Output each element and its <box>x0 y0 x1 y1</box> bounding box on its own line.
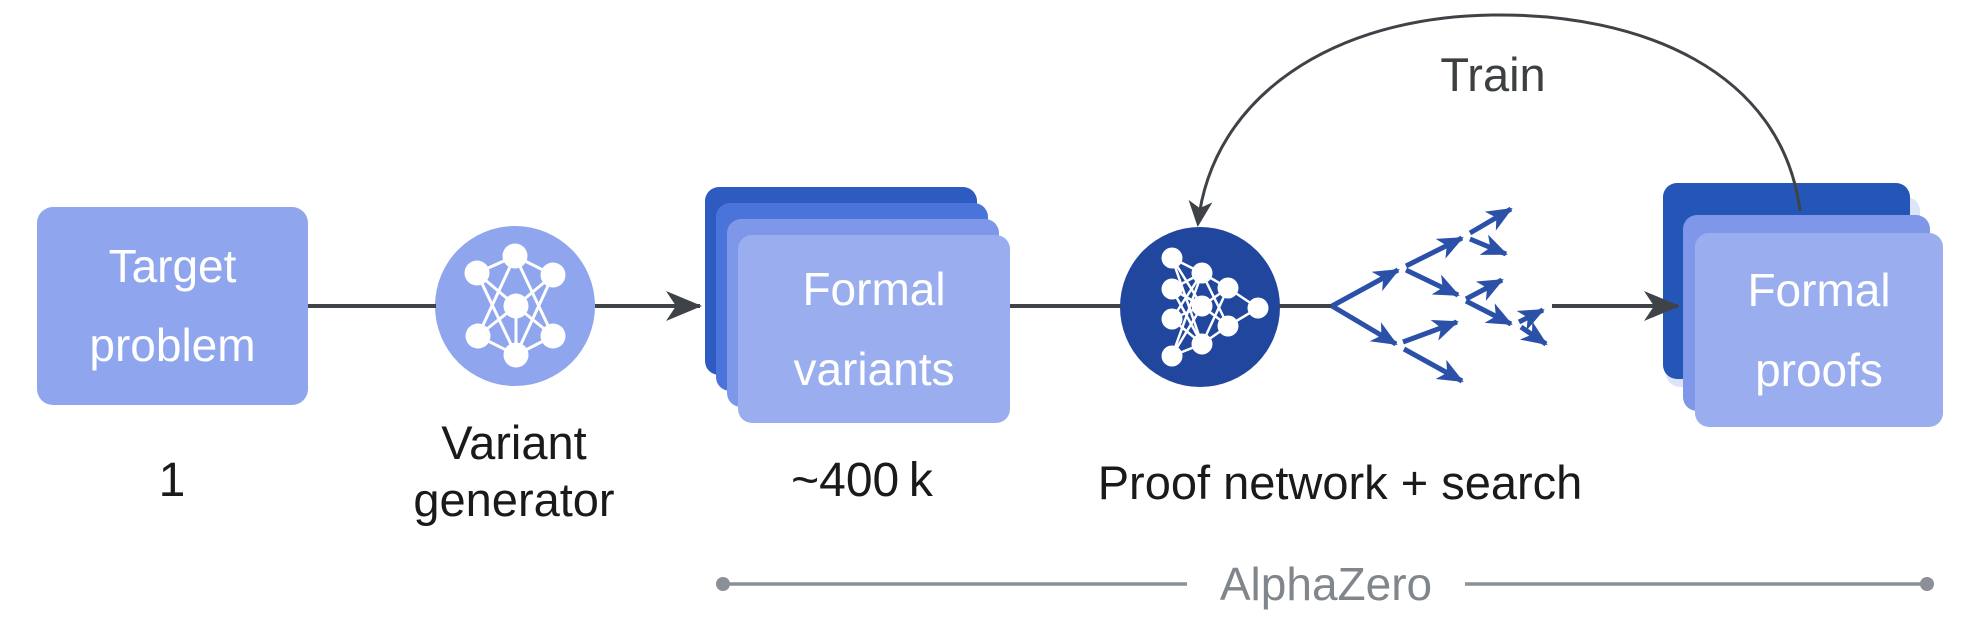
train-label: Train <box>1440 48 1546 101</box>
bracket-endpoint-dot <box>1920 577 1934 591</box>
bracket-endpoint-dot <box>716 577 730 591</box>
formal-variants-label-line1: Formal <box>802 263 946 315</box>
formal-proofs-card: Formal proofs <box>1695 233 1943 427</box>
neural-network-icon <box>464 243 566 368</box>
alphazero-label: AlphaZero <box>1219 558 1433 610</box>
neural-network-icon <box>1161 247 1269 367</box>
proof-network-label: Proof network + search <box>1097 456 1583 509</box>
variant-generator-label: Variant generator <box>364 414 664 528</box>
formal-variants-card: Formal variants <box>738 235 1010 423</box>
formal-variants-label-line2: variants <box>793 343 955 395</box>
target-problem-label-line2: problem <box>89 319 256 371</box>
formal-proofs-label-line1: Formal <box>1747 264 1891 316</box>
formal-variants-count: ~400 k <box>791 454 933 507</box>
variant-generator-label-line2: generator <box>413 473 615 526</box>
target-problem-count: 1 <box>158 454 186 507</box>
target-problem-box: Target problem <box>37 207 308 405</box>
search-tree-icon <box>1330 206 1548 384</box>
target-problem-label-line1: Target <box>108 240 237 292</box>
variant-generator-label-line1: Variant <box>441 416 587 469</box>
variant-generator-node <box>435 226 595 386</box>
formal-proofs-label-line2: proofs <box>1755 344 1883 396</box>
proof-network-node <box>1120 227 1280 387</box>
